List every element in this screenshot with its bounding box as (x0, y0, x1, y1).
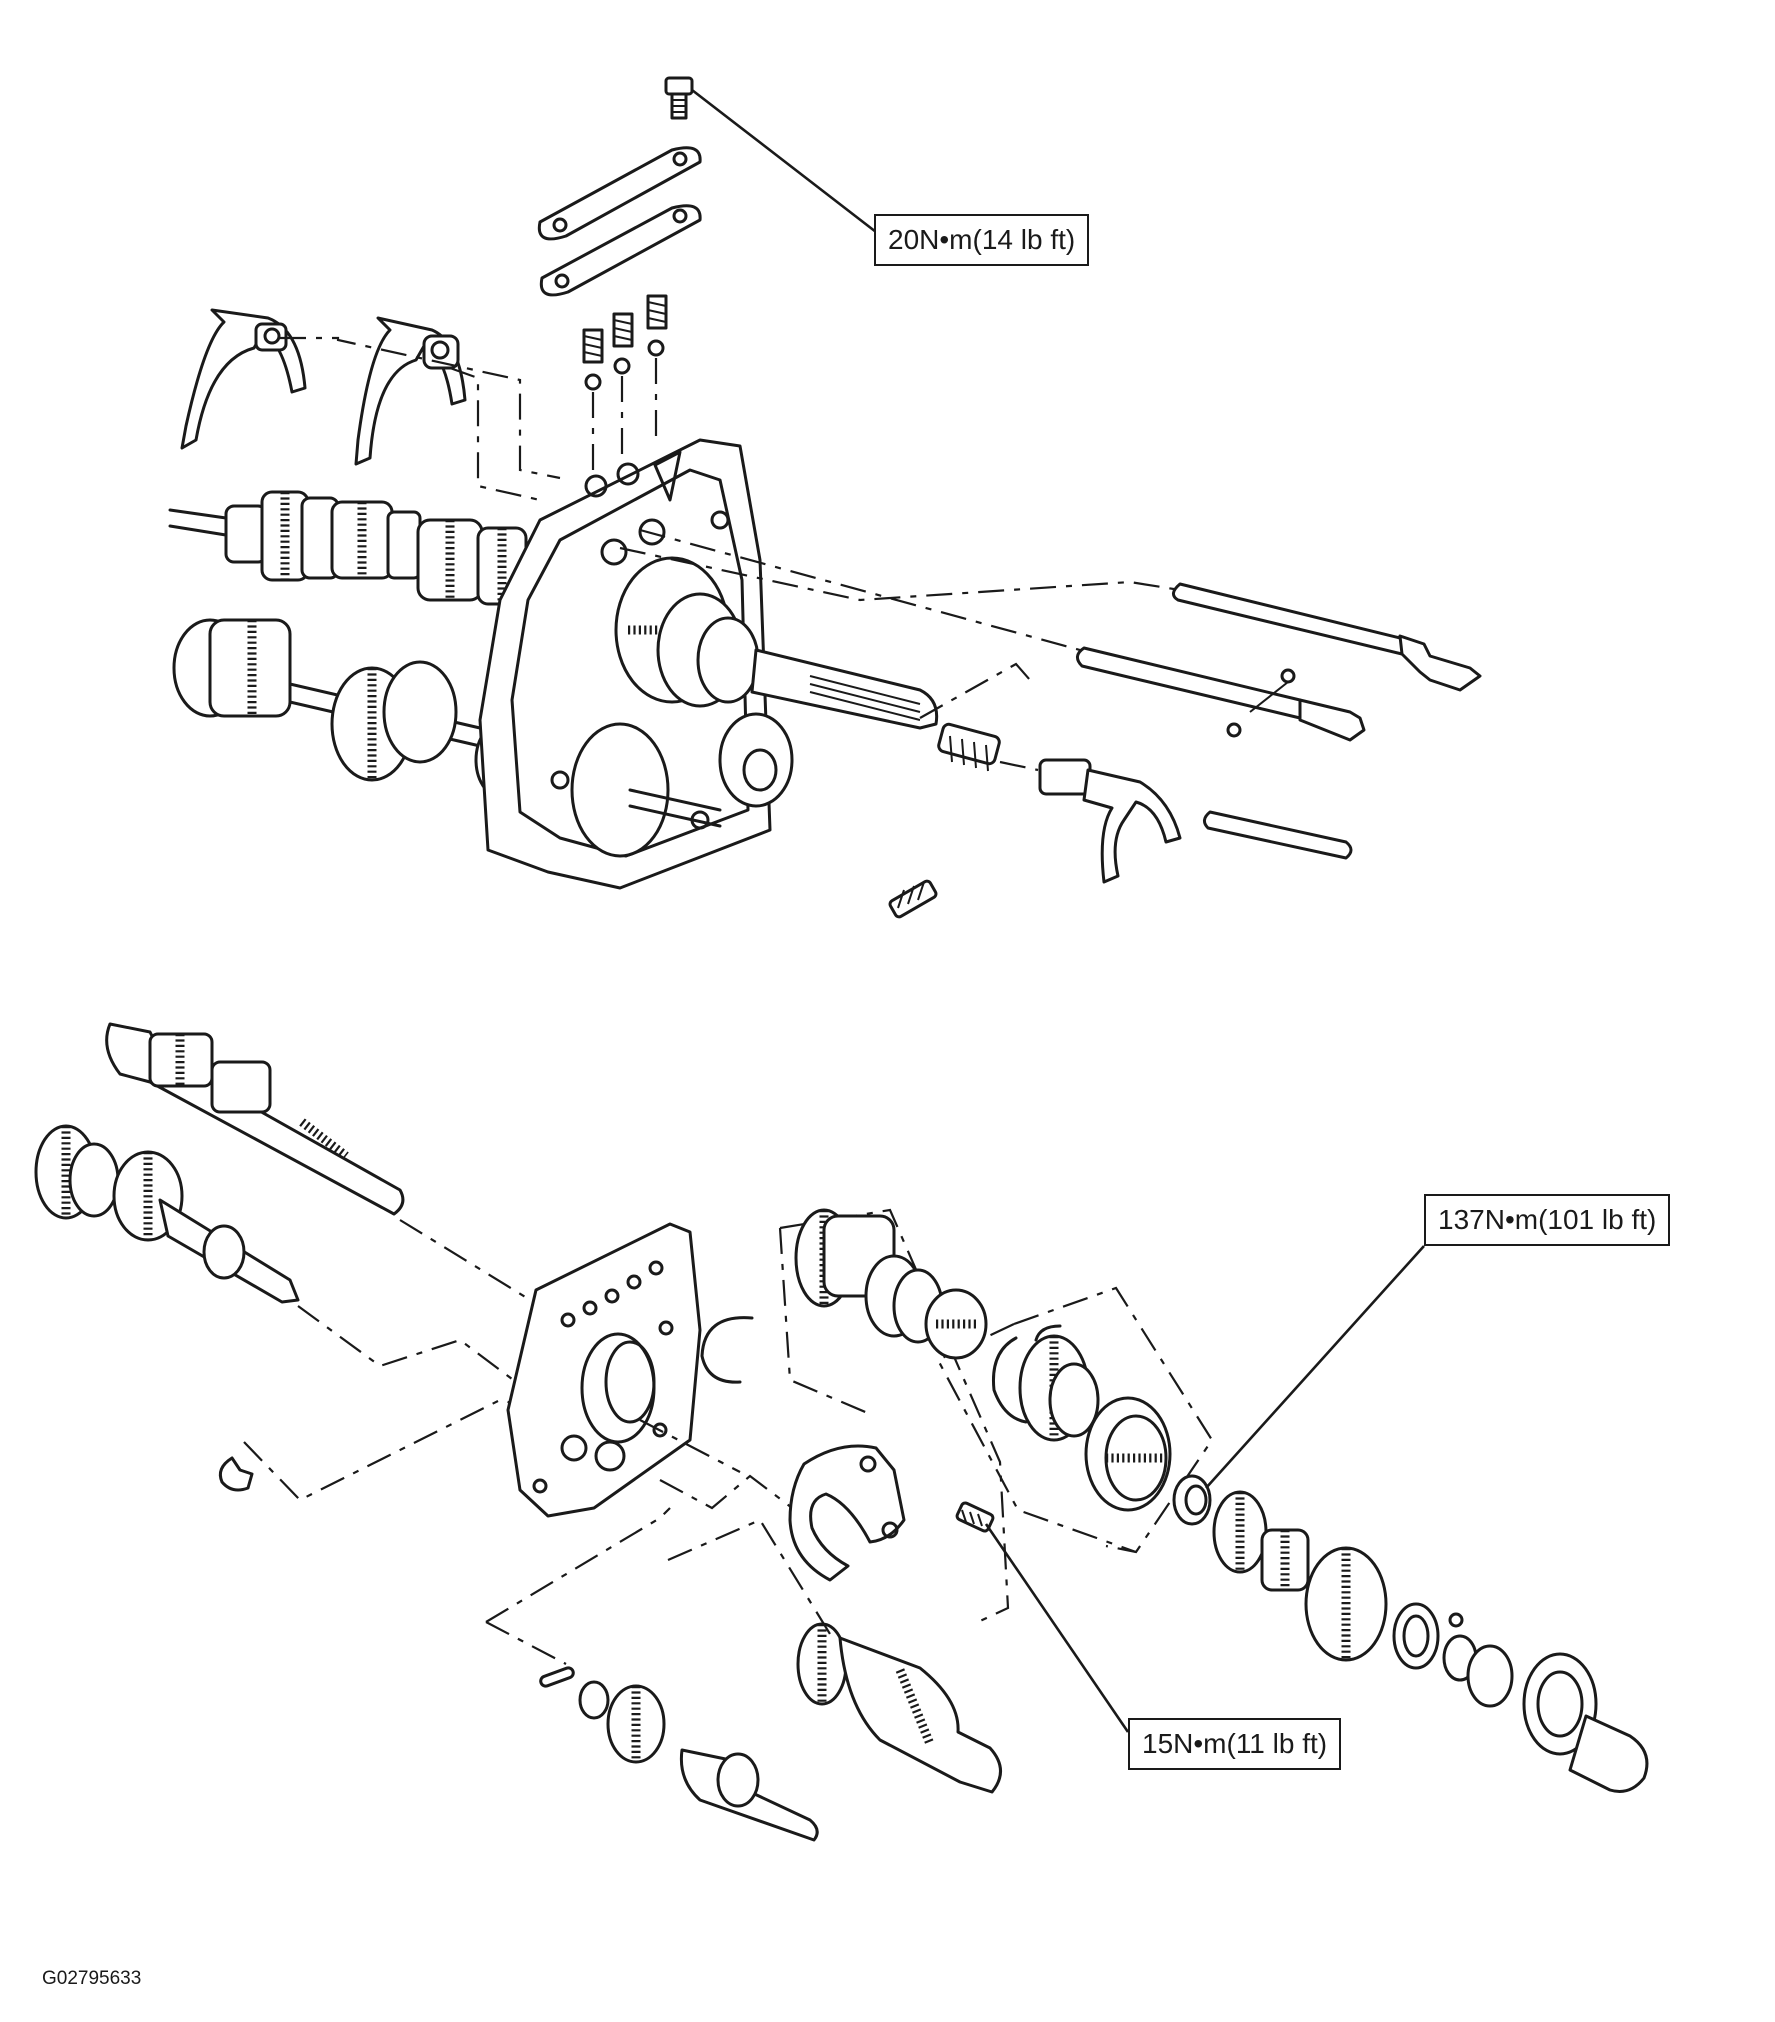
leader-shift-rail-bolt (691, 88, 877, 234)
shift-fork-2 (354, 316, 467, 466)
torque-callout-lock-bolt: 15N•m(11 lb ft) (1128, 1718, 1342, 1771)
leader-lock-bolt (984, 1523, 1130, 1733)
reverse-gear (796, 1622, 1002, 1794)
torque-callout-mainshaft-locknut: 137N•m(101 lb ft) (1424, 1194, 1671, 1247)
snap-ring-middle (700, 1316, 754, 1384)
detent-spring-small (888, 879, 938, 919)
lock-bolt (955, 1501, 995, 1533)
interlock-plate-bolt (664, 76, 694, 120)
reverse-idler-shaft (539, 1666, 819, 1842)
shift-fork-1 (180, 308, 307, 450)
upper-assembly (168, 76, 1482, 919)
mainshaft-locknut (1172, 1474, 1212, 1526)
intermediate-housing (478, 438, 794, 890)
lower-assembly (34, 1022, 1649, 1842)
torque-callout-shift-rail-bolt: 20N•m(14 lb ft) (874, 214, 1090, 267)
countershaft (34, 1124, 300, 1304)
counter-gear-assembly (794, 1208, 988, 1360)
mainshaft (105, 1022, 405, 1216)
detent-springs (582, 294, 668, 475)
snap-ring-left (218, 1456, 254, 1492)
output-gear-train (1212, 1490, 1649, 1793)
bearing-retainer-plate (788, 1444, 906, 1582)
shift-rails (1076, 582, 1482, 860)
shift-fork-3 (937, 722, 1182, 884)
interlock-plates (537, 146, 702, 297)
synchronizer-hub (991, 1324, 1172, 1512)
end-cover-plate (506, 1222, 702, 1518)
figure-reference-code: G02795633 (42, 1968, 142, 1989)
